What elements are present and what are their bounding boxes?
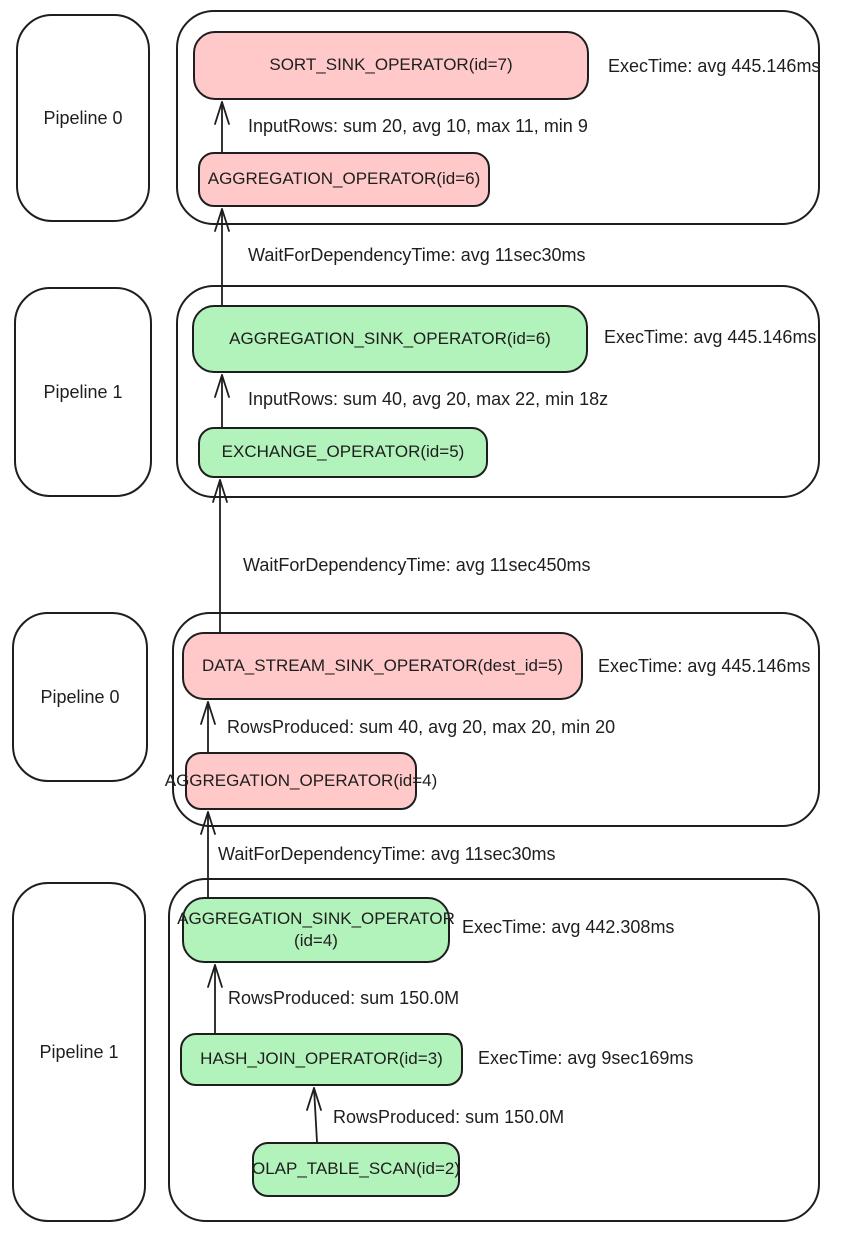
flow-arrow	[212, 479, 228, 633]
operator-node-hash-join: HASH_JOIN_OPERATOR(id=3)	[180, 1033, 463, 1086]
pipeline-fragment-container	[172, 612, 820, 827]
operator-label: DATA_STREAM_SINK_OPERATOR(dest_id=5)	[201, 655, 564, 675]
pipeline-label: Pipeline 0	[40, 686, 120, 707]
exec-time-label: ExecTime: avg 445.146ms	[608, 56, 821, 76]
pipeline-label-box: Pipeline 0	[12, 612, 148, 782]
pipeline-fragment-container	[176, 10, 820, 225]
rows-produced-label: RowsProduced: sum 40, avg 20, max 20, mi…	[227, 717, 616, 737]
pipeline-label-box: Pipeline 0	[16, 14, 150, 222]
operator-node-exchange: EXCHANGE_OPERATOR(id=5)	[198, 427, 488, 478]
wait-for-dependency-label: WaitForDependencyTime: avg 11sec450ms	[243, 555, 591, 575]
exec-time-label: ExecTime: avg 445.146ms	[604, 327, 817, 347]
operator-node-data-stream-sink: DATA_STREAM_SINK_OPERATOR(dest_id=5)	[182, 632, 583, 700]
wait-for-dependency-label: WaitForDependencyTime: avg 11sec30ms	[248, 245, 586, 265]
rows-produced-label: RowsProduced: sum 150.0M	[333, 1107, 565, 1127]
pipeline-label: Pipeline 0	[43, 107, 123, 128]
operator-label-line2: (id=4)	[294, 931, 338, 950]
input-rows-label: InputRows: sum 40, avg 20, max 22, min 1…	[248, 389, 609, 409]
exec-time-label: ExecTime: avg 445.146ms	[598, 656, 811, 676]
rows-produced-label: RowsProduced: sum 150.0M	[228, 988, 460, 1008]
pipeline-label: Pipeline 1	[39, 1041, 119, 1062]
operator-node-olap-table-scan: OLAP_TABLE_SCAN(id=2)	[252, 1142, 460, 1197]
operator-node-aggregation-sink: AGGREGATION_SINK_OPERATOR(id=6)	[192, 305, 588, 373]
operator-label: EXCHANGE_OPERATOR(id=5)	[221, 442, 465, 462]
pipeline-label-box: Pipeline 1	[12, 882, 146, 1222]
operator-label: SORT_SINK_OPERATOR(id=7)	[269, 55, 513, 75]
exec-time-label: ExecTime: avg 442.308ms	[462, 917, 675, 937]
operator-label: AGGREGATION_SINK_OPERATOR	[177, 908, 455, 928]
operator-node-sort-sink: SORT_SINK_OPERATOR(id=7)	[193, 31, 589, 100]
operator-label: AGGREGATION_SINK_OPERATOR(id=6)	[229, 328, 551, 348]
pipeline-label-box: Pipeline 1	[14, 287, 152, 497]
pipeline-fragment-container	[176, 285, 820, 498]
exec-time-label: ExecTime: avg 9sec169ms	[478, 1048, 694, 1068]
operator-label: HASH_JOIN_OPERATOR(id=3)	[200, 1049, 443, 1069]
operator-node-aggregation-sink: AGGREGATION_SINK_OPERATOR (id=4)	[177, 897, 455, 963]
pipeline-label: Pipeline 1	[43, 381, 123, 402]
input-rows-label: InputRows: sum 20, avg 10, max 11, min 9	[248, 116, 588, 136]
operator-node-aggregation: AGGREGATION_OPERATOR(id=4)	[165, 752, 437, 810]
operator-node-aggregation: AGGREGATION_OPERATOR(id=6)	[198, 152, 490, 207]
operator-label: AGGREGATION_OPERATOR(id=6)	[207, 169, 481, 189]
pipeline-fragment-container	[168, 878, 820, 1222]
wait-for-dependency-label: WaitForDependencyTime: avg 11sec30ms	[218, 844, 556, 864]
operator-label: OLAP_TABLE_SCAN(id=2)	[251, 1159, 461, 1179]
operator-label: AGGREGATION_OPERATOR(id=4)	[164, 770, 438, 790]
